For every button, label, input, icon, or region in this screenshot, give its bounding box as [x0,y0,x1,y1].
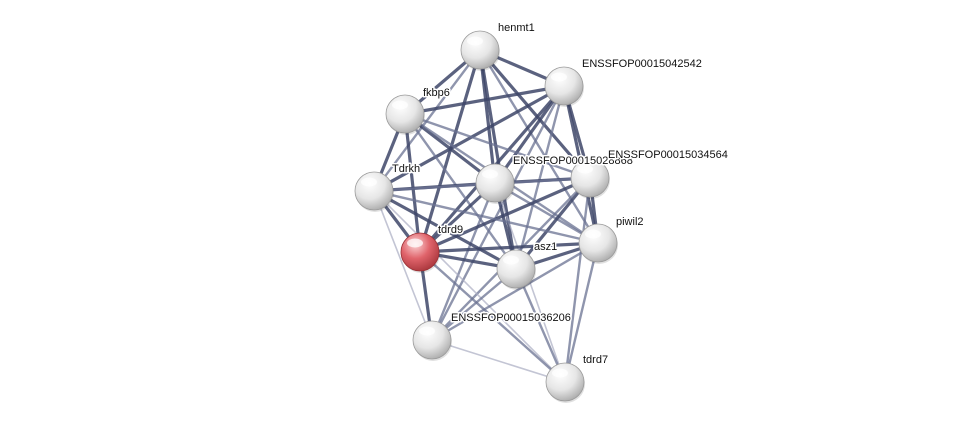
edge-henmt1-enss34564 [478,48,592,180]
node-sphere[interactable] [544,66,584,106]
node-label-enss36206: ENSSFOP00015036206 [451,312,571,324]
node-sphere[interactable] [460,30,500,70]
edge-fkbp6-asz1 [403,112,518,271]
edge-henmt1-asz1 [478,48,518,271]
edge-enss34564-tdrd9 [418,176,592,254]
node-label-halo: Tdrkh [392,163,420,175]
edge-tdrkh-asz1 [372,189,518,271]
edge-enss34564-asz1 [514,176,592,271]
node-enss36206[interactable] [412,320,452,361]
node-sphere[interactable] [545,362,585,402]
edge-enss42542-enss36206 [430,84,566,342]
edge-enss42542-tdrkh [372,84,566,193]
node-label-fkbp6: fkbp6 [423,87,450,99]
node-highlight [503,255,519,265]
node-enss34564[interactable] [570,158,610,199]
node-enss28868[interactable] [475,163,515,204]
edge-fkbp6-tdrd9 [403,112,422,254]
node-label-henmt1: henmt1 [498,22,535,34]
node-label-halo: piwil2 [616,216,644,228]
node-sphere[interactable] [496,249,536,289]
node-highlight [552,368,568,378]
node-sphere[interactable] [578,223,618,263]
node-fkbp6[interactable] [385,94,425,135]
label-layer: henmt1henmt1ENSSFOP00015042542ENSSFOP000… [391,21,730,368]
node-sphere[interactable] [385,94,425,134]
edge-piwil2-enss36206 [430,241,600,342]
node-highlight [482,169,498,179]
node-label-tdrkh: Tdrkh [392,163,420,175]
node-highlight [419,326,435,336]
node-label-asz1: asz1 [534,241,557,253]
edge-tdrkh-tdrd7 [373,190,566,383]
edge-tdrd9-tdrd7 [418,250,567,384]
node-highlight [577,164,593,174]
node-tdrd9[interactable] [400,232,440,273]
edge-enss34564-tdrd7 [563,176,592,384]
edge-enss42542-enss28868 [493,84,566,185]
edge-tdrd9-piwil2 [418,241,600,254]
node-highlight [361,177,377,187]
edge-piwil2-tdrd7 [563,241,600,384]
node-tdrkh[interactable] [354,171,394,212]
node-tdrd7[interactable] [545,362,585,403]
node-label-tdrd9: tdrd9 [438,224,463,236]
node-highlight [585,229,601,239]
node-label-halo: henmt1 [498,22,535,34]
node-label-halo: fkbp6 [423,87,450,99]
query-node-sphere[interactable] [400,232,440,272]
node-label-enss42542: ENSSFOP00015042542 [582,58,702,70]
node-label-halo: ENSSFOP00015034564 [608,149,728,161]
edge-fkbp6-enss34564 [403,112,592,180]
node-highlight [392,100,408,110]
node-highlight [551,72,567,82]
edge-enss42542-asz1 [514,84,566,271]
edge-henmt1-piwil2 [478,48,600,245]
node-label-piwil2: piwil2 [616,216,644,228]
edge-henmt1-tdrd9 [418,48,482,254]
node-label-enss28868: ENSSFOP00015028868 [513,155,633,167]
node-label-tdrd7: tdrd7 [583,354,608,366]
node-label-halo: tdrd7 [583,354,608,366]
node-label-halo: tdrd9 [438,224,463,236]
edge-enss36206-tdrd7 [431,339,566,383]
node-label-halo: asz1 [534,241,557,253]
edge-enss28868-enss36206 [430,181,497,342]
node-label-halo: ENSSFOP00015042542 [582,58,702,70]
node-highlight [467,36,483,46]
node-label-enss34564: ENSSFOP00015034564 [608,149,728,161]
node-sphere[interactable] [475,163,515,203]
node-highlight [407,238,423,248]
edge-enss28868-piwil2 [493,181,600,245]
node-asz1[interactable] [496,249,536,290]
node-henmt1[interactable] [460,30,500,71]
node-layer [354,30,618,403]
edge-asz1-tdrd7 [514,267,567,384]
edge-tdrkh-piwil2 [372,189,600,245]
node-label-halo: ENSSFOP00015036206 [451,312,571,324]
edge-tdrkh-enss36206 [373,190,433,341]
node-enss42542[interactable] [544,66,584,107]
node-piwil2[interactable] [578,223,618,264]
node-label-halo: ENSSFOP00015028868 [513,155,633,167]
node-sphere[interactable] [412,320,452,360]
edge-enss42542-fkbp6 [403,84,566,116]
node-sphere[interactable] [354,171,394,211]
